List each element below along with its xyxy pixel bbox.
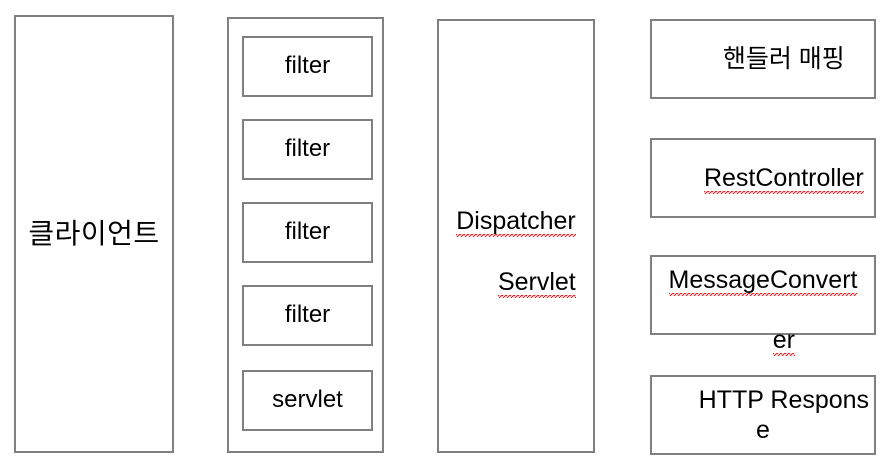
dispatcher-servlet-label: Dispatcher Servlet <box>439 145 593 328</box>
dispatcher-servlet-line-1: Dispatcher <box>456 206 576 237</box>
handler-mapping-line-1: 핸들러 매핑 <box>722 45 845 73</box>
message-converter-line-2: er <box>772 326 796 356</box>
handler-mapping-box[interactable]: 핸들러 매핑 <box>650 19 876 99</box>
filter-box-1[interactable]: filter <box>242 36 373 97</box>
client-box[interactable]: 클라이언트 <box>14 15 174 453</box>
rest-controller-line-1: RestController <box>703 164 864 194</box>
filter-box-3[interactable]: filter <box>242 202 373 263</box>
filter-label-1: filter <box>284 52 331 80</box>
dispatcher-servlet-box[interactable]: Dispatcher Servlet <box>437 19 595 453</box>
rest-controller-label: RestController <box>662 133 864 223</box>
message-converter-line-1: MessageConvert <box>668 266 858 296</box>
message-converter-box[interactable]: MessageConvert er <box>650 255 876 356</box>
http-response-box[interactable]: HTTP Response <box>650 375 876 455</box>
handler-mapping-label: 핸들러 매핑 <box>681 14 845 104</box>
http-response-label: HTTP Response <box>652 355 874 475</box>
filter-box-4[interactable]: filter <box>242 285 373 346</box>
filter-label-3: filter <box>284 218 331 246</box>
filter-box-2[interactable]: filter <box>242 119 373 180</box>
filter-chain-container[interactable]: filter filter filter filter servlet <box>227 17 384 453</box>
servlet-label: servlet <box>272 386 343 414</box>
rest-controller-box[interactable]: RestController <box>650 138 876 218</box>
message-converter-label: MessageConvert er <box>652 205 874 385</box>
http-response-line-1: HTTP Response <box>698 386 870 444</box>
filter-label-4: filter <box>284 301 331 329</box>
client-label: 클라이언트 <box>28 218 160 250</box>
dispatcher-servlet-line-2: Servlet <box>497 267 576 298</box>
servlet-box[interactable]: servlet <box>242 370 373 431</box>
filter-label-2: filter <box>284 135 331 163</box>
